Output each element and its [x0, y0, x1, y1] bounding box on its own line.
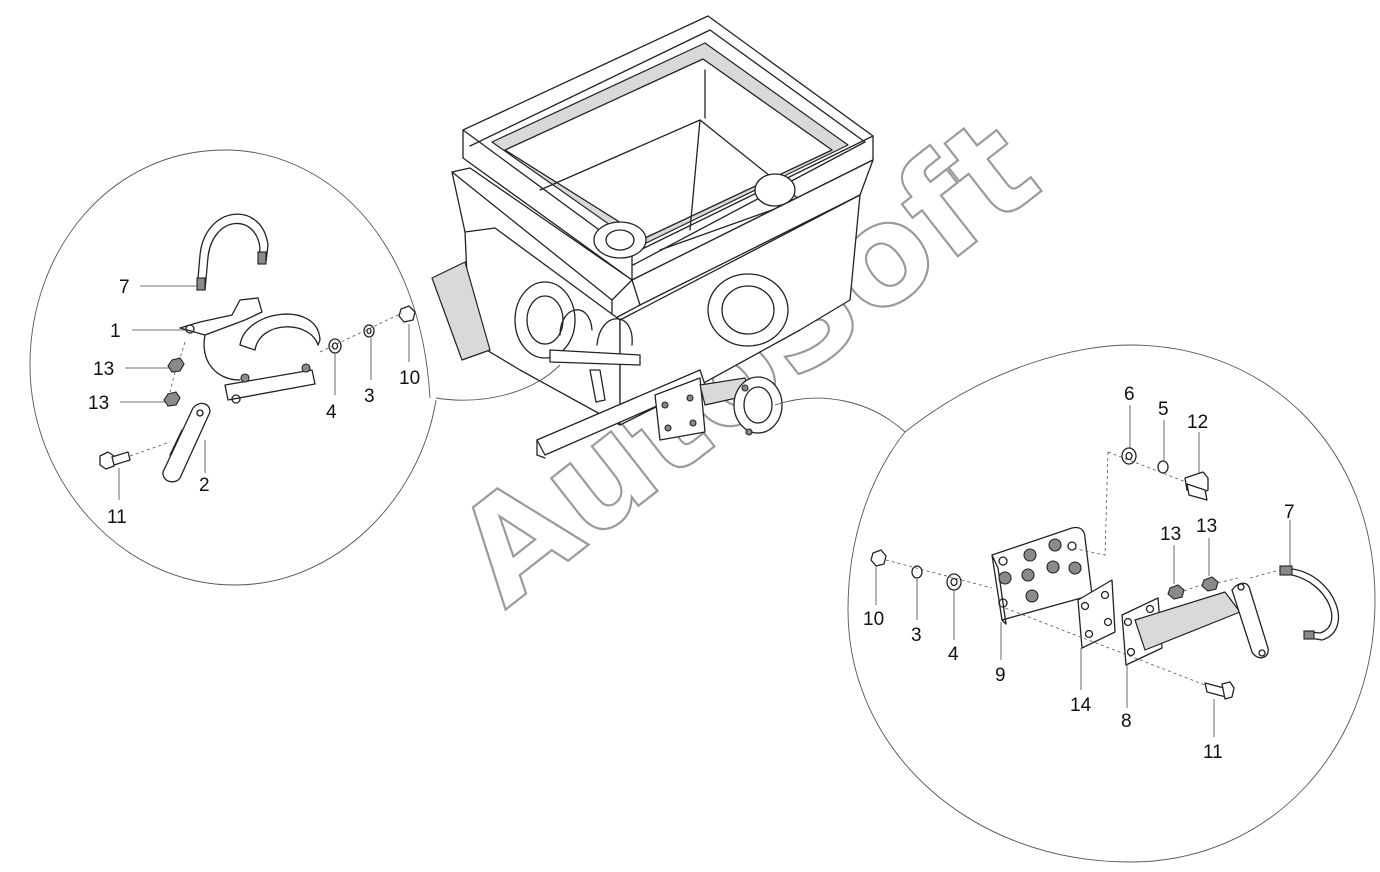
- left-label-7: 7: [119, 277, 130, 298]
- right-u-bolt: [1249, 565, 1340, 641]
- right-label-8: 8: [1121, 711, 1132, 732]
- left-label-3: 3: [364, 386, 375, 407]
- left-u-bolt: [196, 213, 269, 291]
- right-label-7: 7: [1284, 502, 1295, 523]
- right-label-6: 6: [1124, 384, 1135, 405]
- right-label-12: 12: [1187, 412, 1208, 433]
- left-label-10: 10: [399, 368, 420, 389]
- left-detail-view: 7 1 13 13 4 3 10 2 11: [29, 149, 561, 586]
- left-clamp: [179, 297, 321, 404]
- left-detail-outline: [29, 149, 437, 586]
- left-label-2: 2: [199, 475, 210, 496]
- hopper-assembly: [431, 15, 874, 459]
- right-label-10: 10: [863, 609, 884, 630]
- right-gasket-14: [1077, 579, 1116, 649]
- right-plate-9: [991, 526, 1093, 625]
- right-label-4: 4: [948, 644, 959, 665]
- left-strap: [162, 402, 211, 483]
- left-label-11: 11: [107, 507, 127, 528]
- right-bracket-8: [1121, 582, 1269, 666]
- left-label-13a: 13: [93, 359, 114, 380]
- left-label-13b: 13: [88, 393, 109, 414]
- right-label-3: 3: [911, 625, 922, 646]
- right-detail-outline: [847, 344, 1376, 863]
- right-bolt: [1204, 681, 1235, 700]
- right-label-13a: 13: [1160, 524, 1181, 545]
- right-label-5: 5: [1158, 399, 1169, 420]
- right-detail-view: 6 5 12 13 13 7 10 3 4 9 14 8 11: [774, 344, 1376, 863]
- left-label-4: 4: [326, 402, 337, 423]
- right-label-14: 14: [1070, 695, 1092, 716]
- left-label-1: 1: [110, 321, 121, 342]
- right-label-13b: 13: [1196, 516, 1217, 537]
- left-bolt: [99, 441, 171, 470]
- right-label-11: 11: [1203, 742, 1223, 763]
- right-label-9: 9: [995, 665, 1006, 686]
